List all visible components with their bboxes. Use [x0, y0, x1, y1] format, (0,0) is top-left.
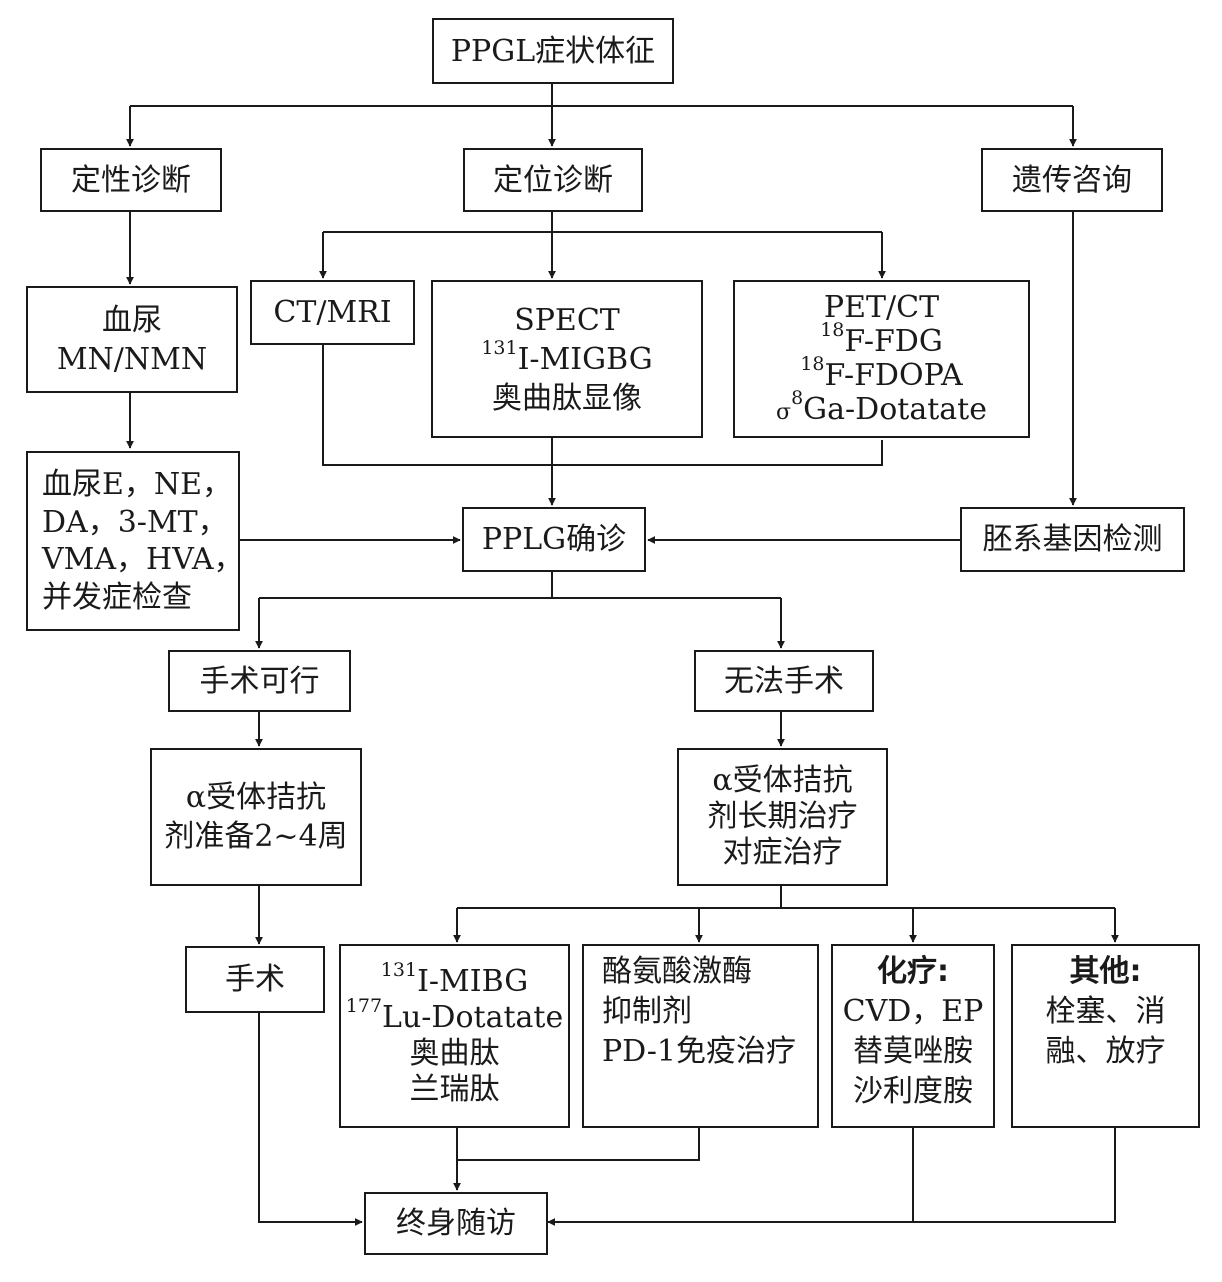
node-lab-tests-line-4: 并发症检查 — [42, 579, 192, 615]
pet-ga-prefix: σ — [776, 399, 792, 425]
node-lab-tests-line-1: 血尿E，NE， — [42, 467, 233, 502]
node-ct-mri: CT/MRI — [250, 280, 415, 345]
pet-fdg-sup: 18 — [820, 319, 845, 342]
node-alpha-long-line-1: α受体拮抗 — [712, 763, 853, 798]
node-surgery-label: 手术 — [225, 962, 285, 997]
node-ct-mri-label: CT/MRI — [273, 295, 392, 330]
node-follow-up-label: 终身随访 — [396, 1206, 516, 1241]
edge-ctmri-down — [322, 345, 883, 466]
node-localization-dx-label: 定位诊断 — [493, 162, 613, 198]
node-blood-urine-mn-line-2: MN/NMN — [56, 341, 208, 377]
node-radionuclide-line-2: 177Lu-Dotatate — [346, 997, 564, 1036]
node-spect-line-1: SPECT — [514, 302, 620, 338]
node-chemo-line-3: 沙利度胺 — [853, 1073, 973, 1109]
node-chemo-line-1: CVD，EP — [842, 993, 984, 1029]
pet-fdopa-text: F-FDOPA — [824, 358, 963, 393]
node-qualitative-dx-label: 定性诊断 — [71, 162, 191, 198]
node-lab-tests-line-2: DA，3-MT， — [42, 504, 228, 540]
lu-sup: 177 — [345, 995, 383, 1017]
pet-fdopa-sup: 18 — [800, 353, 825, 375]
node-chemo-line-2: 替莫唑胺 — [853, 1033, 973, 1069]
spect-isotope-sup: 131 — [481, 336, 518, 359]
node-tki: 酪氨酸激酶 抑制剂 PD-1免疫治疗 — [582, 944, 819, 1128]
node-follow-up: 终身随访 — [364, 1192, 548, 1255]
node-pet-ct-line-1: PET/CT — [823, 290, 940, 326]
pet-ga-sup: 8 — [791, 386, 804, 409]
node-qualitative-dx: 定性诊断 — [40, 148, 222, 212]
node-radionuclide-line-1: 131I-MIBG — [381, 961, 529, 1000]
node-blood-urine-mn: 血尿 MN/NMN — [26, 286, 238, 393]
node-symptoms: PPGL症状体征 — [432, 18, 674, 84]
node-lab-tests-line-3: VMA，HVA， — [42, 542, 244, 577]
node-alpha-prep-line-1: α受体拮抗 — [185, 780, 327, 815]
node-pet-ct-line-3: 18F-FDOPA — [800, 355, 963, 393]
node-alpha-prep: α受体拮抗 剂准备2~4周 — [150, 748, 362, 886]
node-others-line-2: 融、放疗 — [1045, 1033, 1166, 1069]
node-lab-tests: 血尿E，NE， DA，3-MT， VMA，HVA， 并发症检查 — [26, 451, 244, 631]
node-germline-test-label: 胚系基因检测 — [982, 522, 1163, 557]
edge-surgery-to-followup — [258, 1013, 363, 1226]
node-spect-line-2: 131I-MIGBG — [481, 336, 653, 379]
node-blood-urine-mn-line-1: 血尿 — [102, 302, 162, 338]
node-surgery-feasible-label: 手术可行 — [199, 663, 320, 699]
node-chemo-title: 化疗: — [877, 954, 949, 989]
node-pet-ct-line-2: 18F-FDG — [820, 321, 943, 360]
node-alpha-prep-line-2: 剂准备2~4周 — [164, 819, 348, 854]
node-symptoms-label: PPGL症状体征 — [450, 33, 656, 69]
node-radionuclide-line-3: 奥曲肽 — [409, 1036, 500, 1071]
node-genetic-counseling-label: 遗传咨询 — [1012, 162, 1132, 198]
node-localization-dx: 定位诊断 — [463, 148, 643, 212]
pet-fdg-text: F-FDG — [844, 324, 943, 360]
node-others-line-1: 栓塞、消 — [1045, 993, 1166, 1029]
node-confirmed: PPLG确诊 — [462, 507, 646, 572]
mibg-text: I-MIBG — [417, 964, 529, 999]
node-germline-test: 胚系基因检测 — [960, 507, 1185, 572]
node-tki-line-3: PD-1免疫治疗 — [602, 1033, 797, 1069]
edge-others-to-followup — [547, 1128, 1116, 1226]
node-spect: SPECT 131I-MIGBG 奥曲肽显像 — [431, 280, 703, 438]
node-alpha-long-line-3: 对症治疗 — [722, 835, 843, 870]
node-tki-line-1: 酪氨酸激酶 — [602, 954, 752, 989]
node-radionuclide-line-4: 兰瑞肽 — [409, 1072, 500, 1107]
node-alpha-long: α受体拮抗 剂长期治疗 对症治疗 — [677, 748, 888, 886]
node-spect-line-3: 奥曲肽显像 — [492, 380, 642, 416]
pet-ga-text: Ga-Dotatate — [803, 391, 987, 427]
node-alpha-long-line-2: 剂长期治疗 — [707, 799, 858, 834]
spect-isotope-text: I-MIGBG — [517, 341, 653, 377]
node-surgery-feasible: 手术可行 — [168, 650, 351, 712]
node-pet-ct: PET/CT 18F-FDG 18F-FDOPA σ8Ga-Dotatate — [733, 280, 1030, 438]
node-pet-ct-line-4: σ8Ga-Dotatate — [776, 388, 987, 427]
node-others-title: 其他: — [1069, 954, 1142, 989]
node-confirmed-label: PPLG确诊 — [481, 522, 627, 557]
node-surgery: 手术 — [185, 946, 325, 1013]
edge-tki-merge — [457, 1128, 700, 1161]
node-inoperable-label: 无法手术 — [724, 663, 844, 699]
node-chemo: 化疗: CVD，EP 替莫唑胺 沙利度胺 — [831, 944, 995, 1128]
node-radionuclide: 131I-MIBG 177Lu-Dotatate 奥曲肽 兰瑞肽 — [339, 944, 570, 1128]
mibg-sup: 131 — [380, 959, 418, 981]
node-others: 其他: 栓塞、消 融、放疗 — [1011, 944, 1200, 1128]
node-tki-line-2: 抑制剂 — [602, 993, 692, 1029]
lu-text: Lu-Dotatate — [382, 1000, 564, 1035]
node-inoperable: 无法手术 — [694, 650, 874, 712]
node-genetic-counseling: 遗传咨询 — [981, 148, 1163, 212]
